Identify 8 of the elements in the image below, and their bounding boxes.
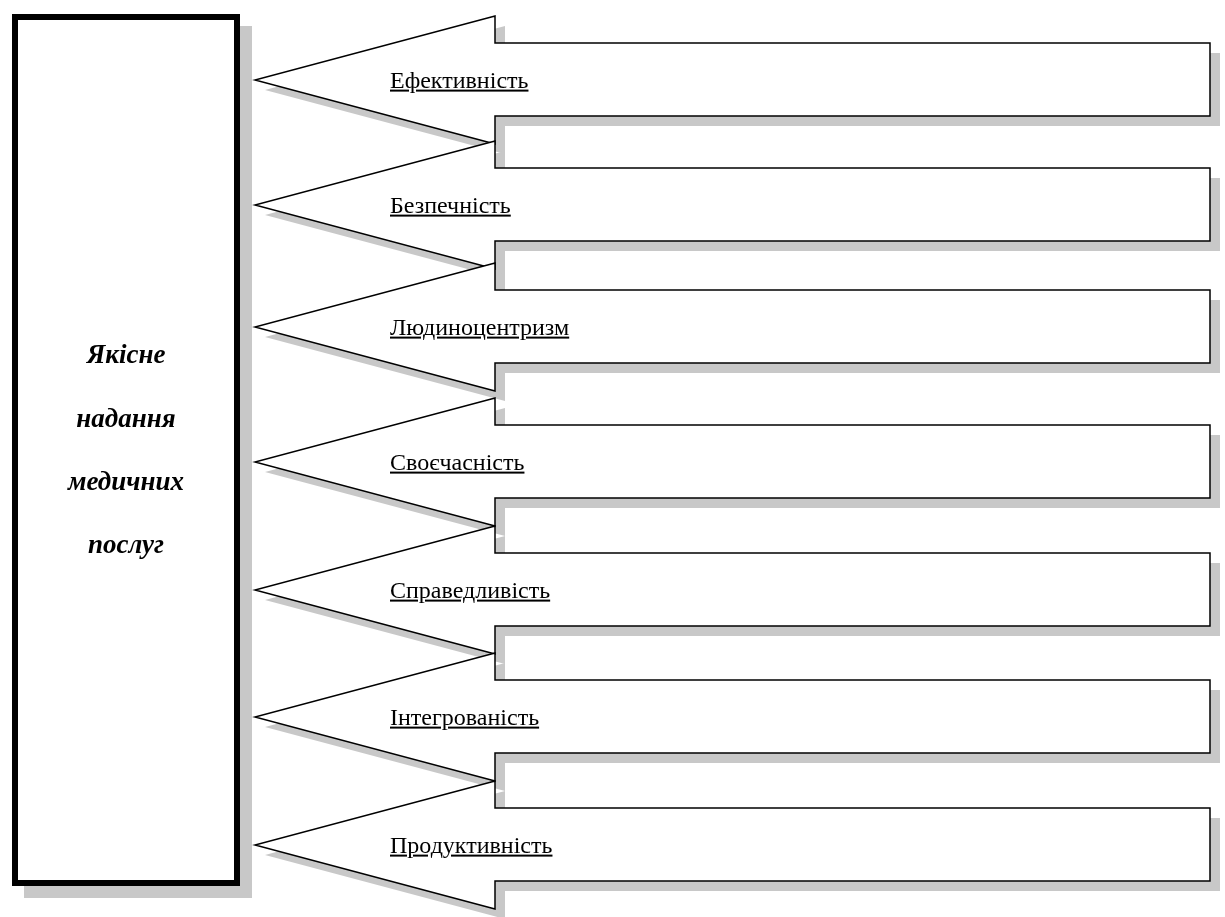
arrow-label: Ефективність — [390, 65, 529, 95]
arrow-label: Продуктивність — [390, 830, 553, 860]
arrow-label: Людиноцентризм — [390, 312, 570, 342]
arrow-label: Своєчасність — [390, 447, 525, 477]
arrow-label: Справедливість — [390, 575, 551, 605]
box-title: Якісне надання медичних послуг — [66, 338, 185, 562]
arrow-label: Безпечність — [390, 190, 511, 220]
arrow-label: Інтегрованість — [390, 702, 540, 732]
